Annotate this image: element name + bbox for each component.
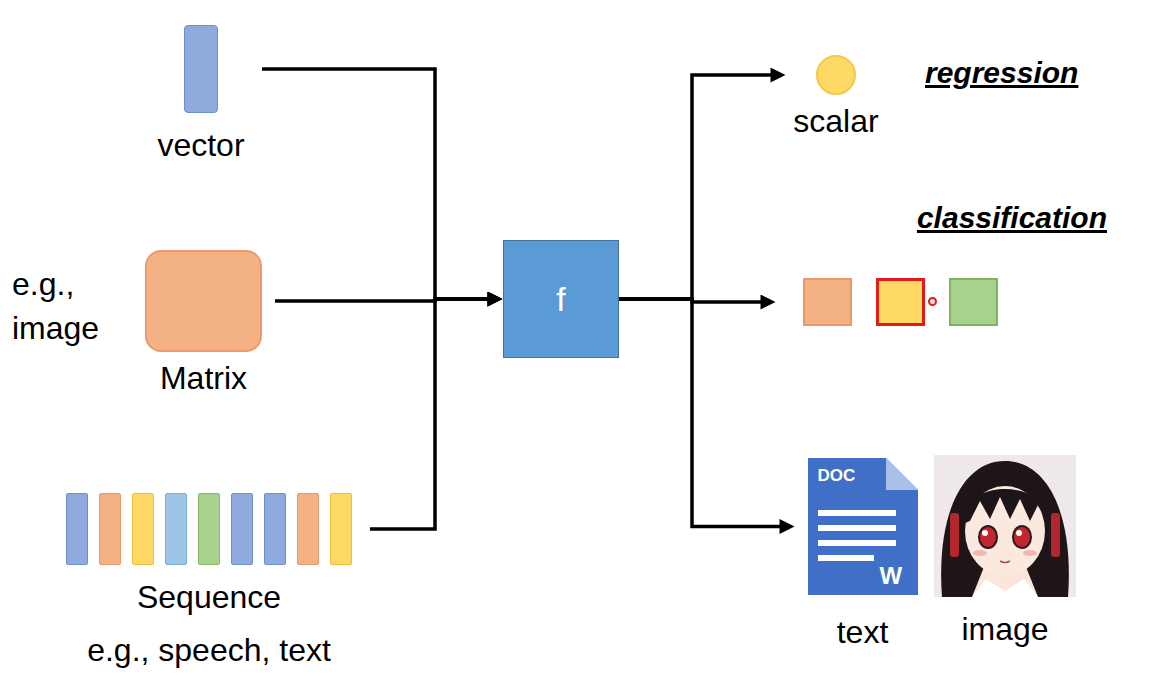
- class-square: [803, 278, 852, 326]
- anime-picture: [934, 455, 1076, 597]
- image-output: image: [930, 455, 1080, 647]
- picture-ground: [934, 455, 1076, 597]
- doc-badge: DOC: [818, 466, 856, 486]
- doc-line: [818, 525, 896, 531]
- hair-back: [941, 461, 1069, 597]
- sequence-bars: [66, 493, 352, 565]
- flow-arrow: [619, 75, 778, 299]
- example-note: e.g., speech, text: [87, 632, 331, 668]
- task-heading: regression: [925, 55, 1078, 91]
- image-label: image: [961, 611, 1048, 647]
- word-badge: W: [880, 562, 903, 590]
- doc-icon: [808, 458, 918, 595]
- scalar-label: scalar: [793, 103, 878, 139]
- sequence-element: [198, 493, 220, 565]
- class-square: [876, 278, 925, 326]
- sequence-label: Sequence: [137, 579, 281, 615]
- doc-body: [808, 458, 918, 595]
- matrix-input: e.g., imageMatrix: [12, 248, 275, 396]
- example-note: e.g., image: [12, 262, 112, 350]
- sequence-element: [297, 493, 319, 565]
- vector-bar: [184, 25, 218, 113]
- task-heading: classification: [776, 200, 1116, 236]
- eye-highlight: [982, 530, 988, 536]
- mouth: [1000, 561, 1010, 563]
- sequence-element: [231, 493, 253, 565]
- classification-output: classification: [776, 200, 1116, 326]
- class-square: [949, 278, 998, 326]
- scalar-output: scalar: [786, 55, 886, 139]
- pointer-dot: [928, 297, 937, 306]
- scalar-circle: [816, 55, 856, 95]
- flow-arrow: [619, 299, 787, 527]
- matrix-square: [145, 250, 262, 352]
- doc-line: [818, 540, 896, 546]
- doc-icon-area: DOC W: [808, 458, 918, 595]
- hair-ribbon: [950, 513, 959, 557]
- vector-input: vector: [140, 25, 262, 163]
- text-output: DOC Wtext: [795, 458, 930, 650]
- collar: [972, 579, 1038, 597]
- matrix-column: Matrix: [145, 248, 262, 396]
- sequence-element: [132, 493, 154, 565]
- bangs: [960, 489, 1050, 525]
- sequence-input: Sequence e.g., speech, text: [48, 490, 370, 668]
- class-squares: [776, 278, 1116, 326]
- flow-arrow: [370, 299, 495, 529]
- sequence-element: [99, 493, 121, 565]
- flow-arrow: [262, 69, 495, 299]
- text-label: text: [837, 614, 889, 650]
- function-label: f: [556, 281, 565, 317]
- blush: [973, 550, 987, 556]
- function-box: f: [503, 240, 619, 358]
- doc-line: [818, 510, 896, 516]
- picture-area: [934, 455, 1076, 597]
- doc-fold: [886, 458, 918, 490]
- sequence-element: [165, 493, 187, 565]
- doc-line: [818, 555, 874, 561]
- eye: [1013, 526, 1031, 548]
- sequence-element: [66, 493, 88, 565]
- eye: [979, 526, 997, 548]
- sequence-element: [264, 493, 286, 565]
- matrix-label: Matrix: [160, 360, 247, 396]
- blush: [1023, 550, 1037, 556]
- eye-highlight: [1016, 530, 1022, 536]
- hair-ribbon: [1051, 513, 1060, 557]
- vector-label: vector: [157, 127, 244, 163]
- sequence-element: [330, 493, 352, 565]
